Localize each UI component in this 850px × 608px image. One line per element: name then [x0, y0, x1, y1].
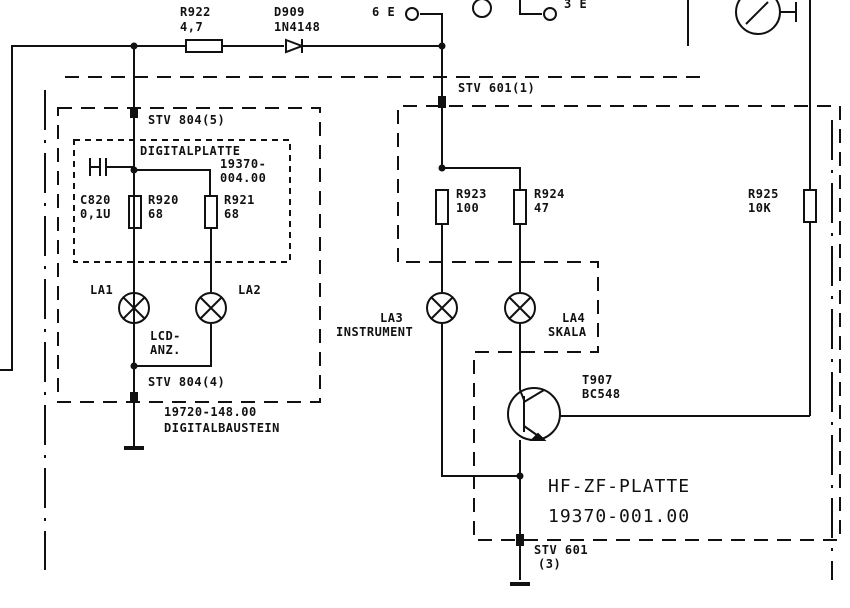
la1-label: LA1 [90, 283, 113, 297]
la3-name: LA3 [380, 311, 403, 325]
meter-symbol [735, 0, 781, 35]
la2-label: LA2 [238, 283, 261, 297]
lcd-label-line2: ANZ. [150, 343, 181, 357]
c820-name: C820 [80, 193, 111, 207]
lamp-la2 [195, 292, 227, 324]
t907-name: T907 [582, 373, 613, 387]
resistor-r924 [513, 189, 527, 225]
stv601-3-pin: (3) [538, 557, 561, 571]
d909-value: 1N4148 [274, 20, 320, 34]
r922-name: R922 [180, 5, 211, 19]
terminal-3e: 3 E [564, 0, 587, 11]
digitalbaustein-number: 19720-148.00 [164, 405, 257, 419]
resistor-r922 [185, 39, 223, 53]
r923-value: 100 [456, 201, 479, 215]
digitalplatte-num2: 004.00 [220, 171, 266, 185]
digitalplatte-title: DIGITALPLATTE [140, 144, 240, 158]
r920-name: R920 [148, 193, 179, 207]
c820-value: 0,1U [80, 207, 111, 221]
r921-name: R921 [224, 193, 255, 207]
resistor-r923 [435, 189, 449, 225]
digitalbaustein-name: DIGITALBAUSTEIN [164, 421, 280, 435]
r924-name: R924 [534, 187, 565, 201]
resistor-r925 [803, 189, 817, 223]
terminal-6e: 6 E [372, 5, 395, 19]
lamp-la4 [504, 292, 536, 324]
digitalplatte-num1: 19370- [220, 157, 266, 171]
r924-value: 47 [534, 201, 549, 215]
la3-description: INSTRUMENT [336, 325, 413, 339]
hf-zf-platte-title: HF-ZF-PLATTE [548, 476, 690, 497]
digitalplatte-border [73, 139, 291, 263]
d909-name: D909 [274, 5, 305, 19]
stv804-5-label: STV 804(5) [148, 113, 225, 127]
lcd-label-line1: LCD- [150, 329, 181, 343]
la4-name: LA4 [562, 311, 585, 325]
r921-value: 68 [224, 207, 239, 221]
la4-description: SKALA [548, 325, 587, 339]
transistor-t907 [507, 387, 810, 441]
stv601-3-label: STV 601 [534, 543, 588, 557]
stv804-4-label: STV 804(4) [148, 375, 225, 389]
stv601-1-label: STV 601(1) [458, 81, 535, 95]
r920-value: 68 [148, 207, 163, 221]
r925-value: 10K [748, 201, 771, 215]
wire-left-feed [0, 45, 186, 371]
hf-zf-upper-border [397, 105, 841, 541]
hf-zf-platte-number: 19370-001.00 [548, 506, 690, 527]
diode-d909 [285, 38, 305, 54]
r922-value: 4,7 [180, 20, 203, 34]
r925-name: R925 [748, 187, 779, 201]
lamp-la1 [118, 292, 150, 324]
lamp-la3 [426, 292, 458, 324]
lamp-top-symbol [472, 0, 492, 18]
t907-value: BC548 [582, 387, 621, 401]
resistor-r921 [204, 195, 218, 229]
r923-name: R923 [456, 187, 487, 201]
